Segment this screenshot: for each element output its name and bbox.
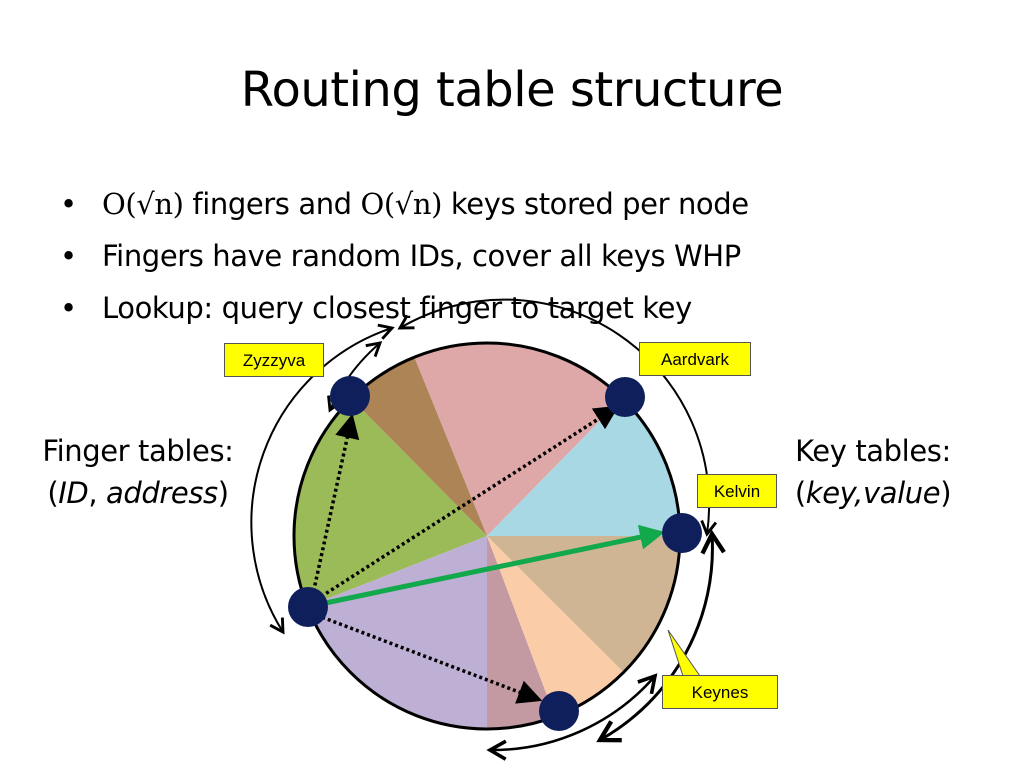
bullet-dot: • (60, 187, 77, 221)
node-aardvark (605, 377, 645, 417)
ring-arc-outer-right (397, 298, 718, 537)
callout-kelvin: Kelvin (697, 474, 777, 508)
node-source (288, 587, 328, 627)
bullet-text: Fingers have random IDs, cover all keys … (102, 239, 741, 273)
callout-zyzzyva: Zyzzyva (224, 343, 324, 377)
finger-arrow-bottom (310, 611, 543, 704)
finger-tables-format: (ID, address) (22, 472, 254, 514)
ring-arc-bottom (486, 673, 658, 761)
bullet-dot: • (60, 291, 77, 325)
key-tables-title: Key tables: (795, 434, 951, 468)
sector-tan (487, 536, 680, 673)
id-field: ID (58, 476, 89, 510)
paren-close: ) (940, 476, 952, 510)
callout-aardvark: Aardvark (639, 342, 751, 376)
comma: , (88, 476, 106, 510)
bullet-list: • O(√n) fingers and O(√n) keys stored per… (60, 182, 749, 338)
finger-tables-label: Finger tables: (ID, address) (22, 430, 254, 514)
finger-tables-title: Finger tables: (42, 434, 234, 468)
lookup-arrow (310, 524, 665, 609)
bullet-text: keys stored per node (442, 187, 749, 221)
math-expression: O(√n) (102, 187, 184, 221)
node-kelvin (662, 513, 702, 553)
key-tables-format: (key,value) (780, 472, 966, 514)
sector-peach (487, 536, 624, 717)
sector-blue (487, 398, 680, 536)
bullet-text: fingers and (183, 187, 361, 221)
address-field: address (105, 476, 218, 510)
bullet-item: •Lookup: query closest finger to target … (60, 286, 749, 338)
finger-arrow-zyzzyva (309, 413, 360, 604)
key-value-field: key,value (805, 476, 941, 510)
bullet-dot: • (60, 239, 77, 273)
math-expression: O(√n) (360, 187, 443, 221)
finger-arrow-aardvark (310, 405, 620, 605)
sector-brown (351, 357, 487, 536)
paren-open: ( (47, 476, 59, 510)
sector-pink (414, 342, 623, 536)
slide-title: Routing table structure (240, 62, 784, 118)
sector-purple (307, 536, 487, 729)
sector-green (293, 398, 487, 607)
node-zyzzyva (330, 376, 370, 416)
callout-keynes: Keynes (662, 675, 778, 709)
paren-close: ) (217, 476, 229, 510)
node-bottom (539, 691, 579, 731)
bullet-item: • O(√n) fingers and O(√n) keys stored per… (60, 182, 749, 234)
paren-open: ( (794, 476, 806, 510)
bullet-item: • Fingers have random IDs, cover all keys… (60, 234, 749, 286)
key-tables-label: Key tables: (key,value) (780, 430, 966, 514)
